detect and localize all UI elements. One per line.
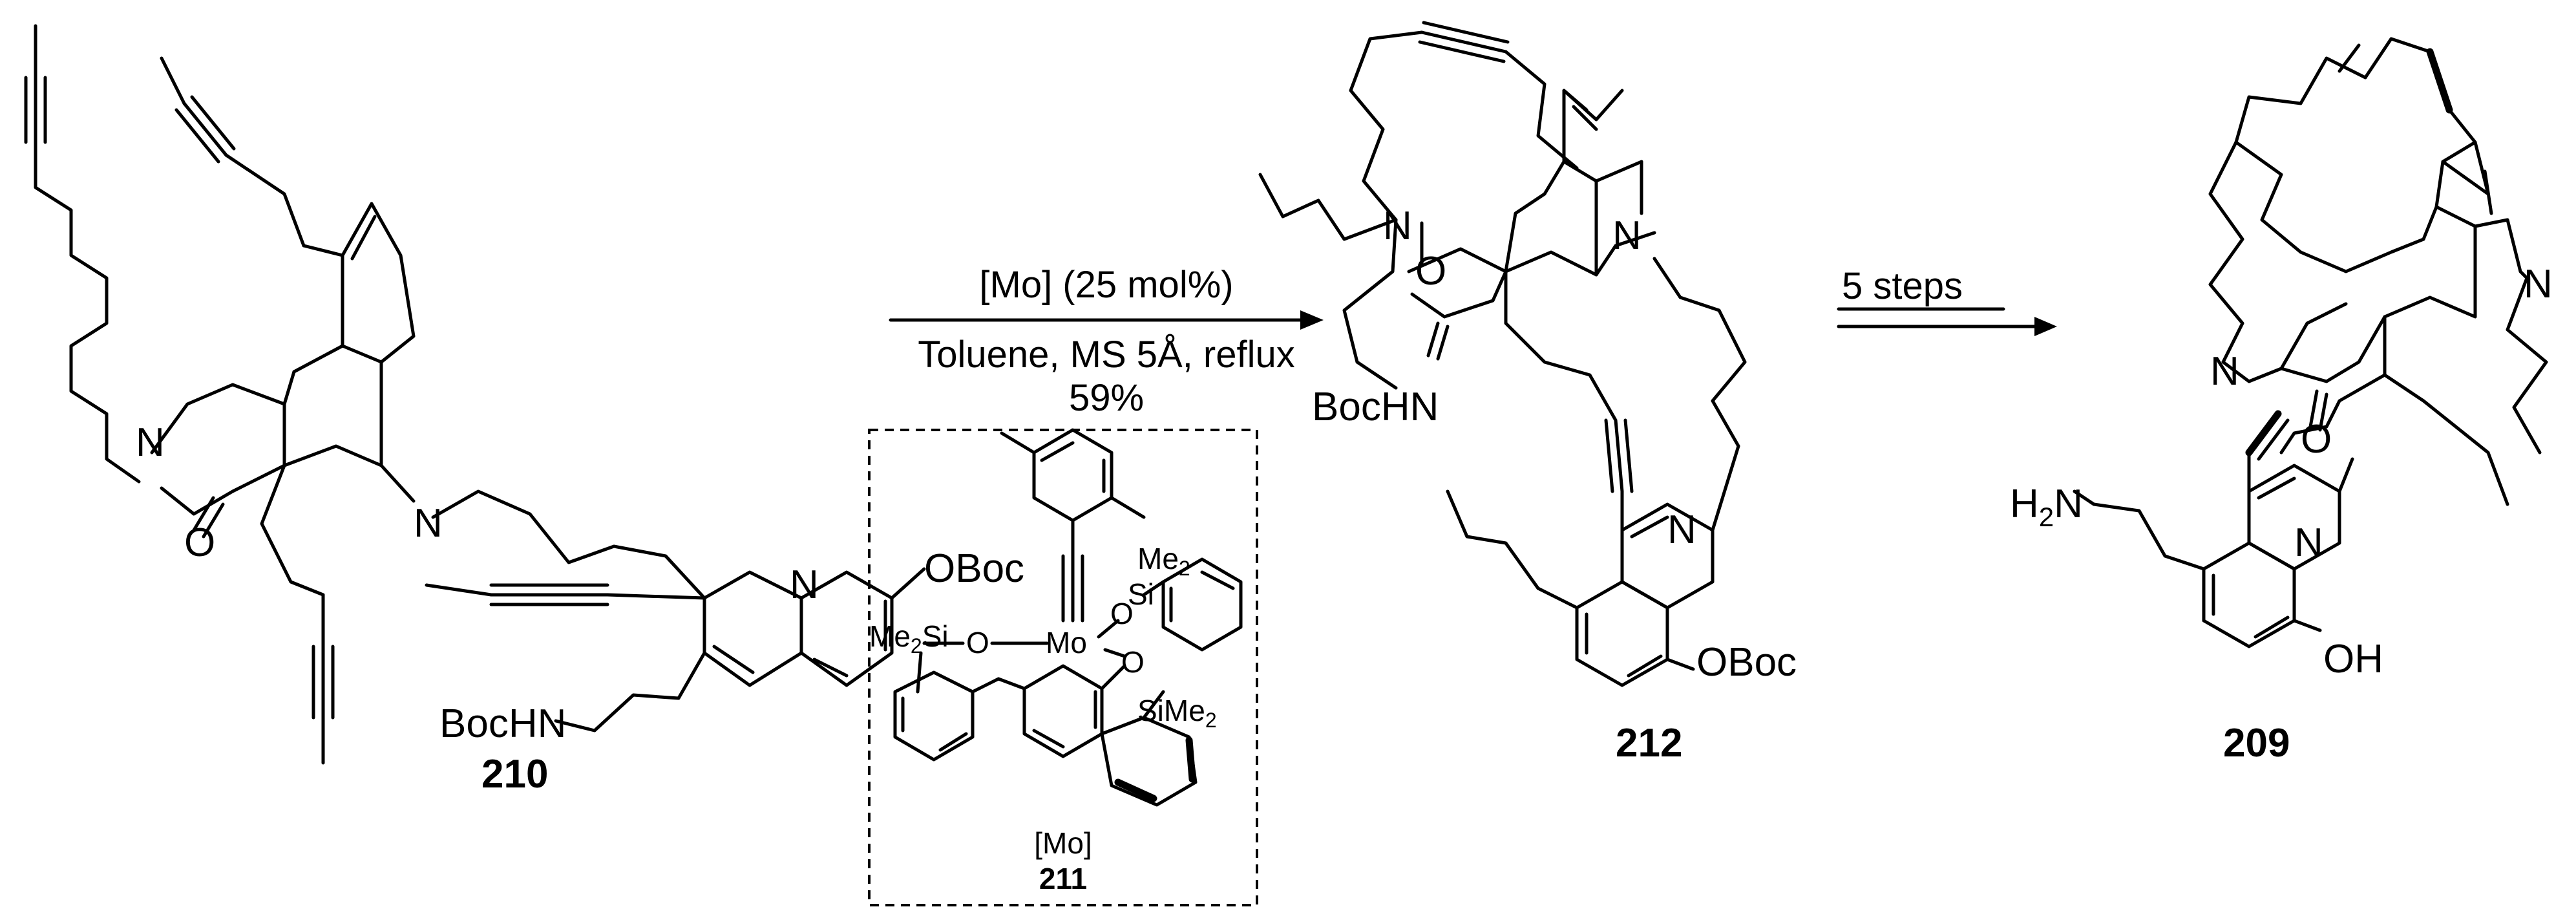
- c209-h2n: H2N: [2010, 482, 2083, 532]
- c210-carbonyl-o: O: [184, 520, 215, 565]
- compound-number-212: 212: [1616, 721, 1682, 765]
- c212-quinoline-n: N: [1667, 508, 1696, 552]
- c210-amide-n: N: [136, 420, 165, 465]
- conditions-label: Toluene, MS 5Å, reflux: [918, 334, 1295, 376]
- c210-quinoline-n: N: [790, 562, 819, 607]
- c212-amine-n: N: [1612, 213, 1642, 258]
- compound-212: N O N N OBoc BocHN 212: [1258, 21, 1797, 765]
- compound-number-211: 211: [1039, 862, 1087, 895]
- compound-number-209: 209: [2223, 721, 2290, 765]
- compound-209: N O N N OH H2N 209: [2010, 37, 2553, 765]
- c209-amide-n: N: [2210, 349, 2239, 394]
- c212-bochn: BocHN: [1312, 385, 1439, 429]
- steps-label: 5 steps: [1842, 265, 1963, 307]
- cat-sime2: SiMe2: [1137, 694, 1217, 732]
- reaction-arrow-2: [1837, 307, 2057, 336]
- reaction-arrow-1: [889, 310, 1324, 330]
- catalyst-211-bonds: [893, 428, 1243, 807]
- cat-o-left: O: [966, 626, 989, 659]
- c212-carbonyl-o: O: [1415, 249, 1446, 294]
- compound-209-bonds: [2073, 37, 2548, 648]
- cat-o-right: O: [1121, 645, 1145, 679]
- compound-212-bonds: [1258, 21, 1747, 687]
- c210-oboc: OBoc: [924, 546, 1024, 591]
- compound-210-bonds: [24, 24, 926, 765]
- compound-210: N O N N OBoc BocHN 210: [24, 24, 1024, 797]
- cat-o-top: O: [1110, 597, 1134, 630]
- compound-number-210: 210: [481, 752, 548, 797]
- c212-oboc: OBoc: [1696, 640, 1797, 685]
- c210-amine-n: N: [414, 501, 443, 546]
- c209-oh: OH: [2323, 637, 2383, 681]
- cat-si-top: Si: [1128, 577, 1154, 611]
- c209-amine-n: N: [2524, 262, 2553, 306]
- catalyst-211-box: Mo O O O Me2Si Me2 Si SiMe2 [Mo] 211: [868, 428, 1258, 906]
- c209-quinoline-n: N: [2294, 520, 2323, 565]
- cat-me2si-left: Me2Si: [869, 619, 949, 658]
- reagent-label: [Mo] (25 mol%): [979, 264, 1233, 306]
- c209-carbonyl-o: O: [2301, 417, 2332, 462]
- catalyst-label: [Mo]: [1034, 826, 1092, 860]
- c210-bochn: BocHN: [439, 701, 566, 746]
- c212-amide-n: N: [1383, 204, 1412, 248]
- cat-me2-top: Me2: [1137, 542, 1190, 580]
- cat-mo: Mo: [1046, 626, 1087, 659]
- yield-label: 59%: [1069, 377, 1144, 419]
